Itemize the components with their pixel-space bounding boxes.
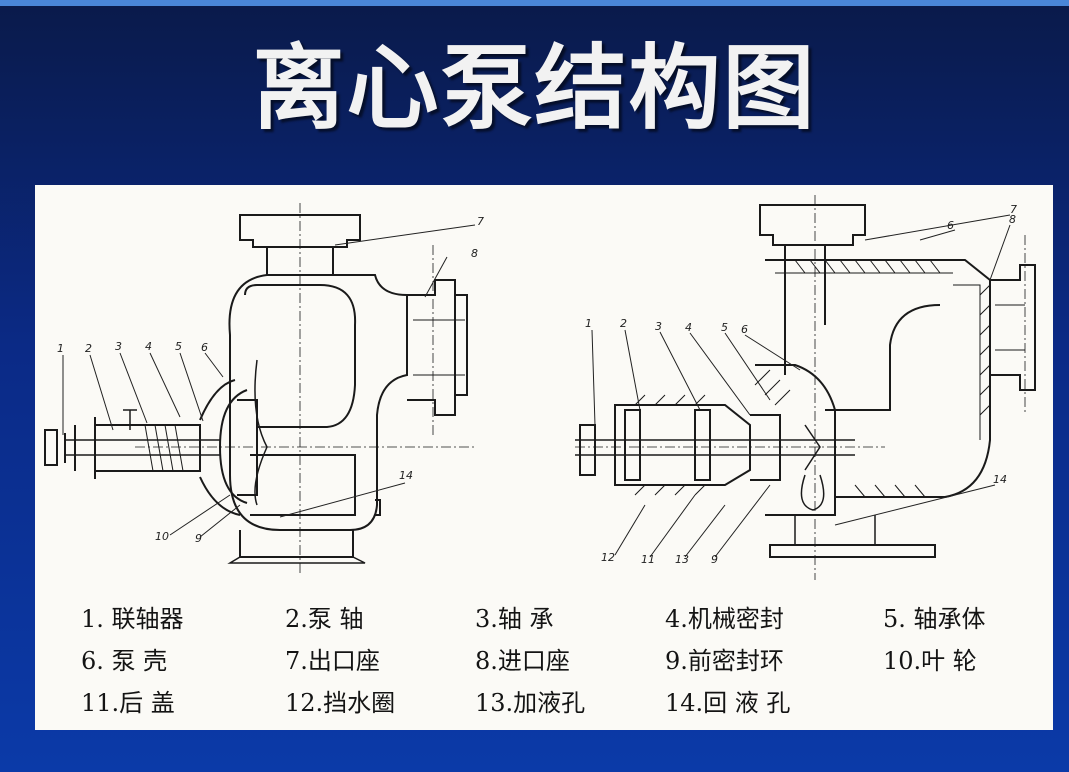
svg-text:6: 6 [741, 323, 748, 336]
page-title: 离心泵结构图 [252, 35, 817, 142]
legend-item-bearing-body: 5. 轴承体 [883, 605, 986, 633]
svg-text:6: 6 [201, 341, 208, 354]
legend-item-water-ring: 12.挡水圈 [285, 689, 396, 717]
right-pump-view [575, 195, 1036, 580]
svg-text:6: 6 [947, 219, 954, 232]
svg-text:12: 12 [601, 551, 615, 564]
legend-item-fill-hole: 13.加液孔 [475, 689, 586, 717]
svg-text:2: 2 [85, 342, 92, 355]
parts-legend: 1. 联轴器 2.泵 轴 3.轴 承 4.机械密封 5. 轴承体 6. 泵 壳 … [81, 605, 1041, 717]
pump-drawings: 1 2 3 4 5 6 7 8 10 9 14 [44, 195, 1036, 580]
svg-text:4: 4 [685, 321, 692, 334]
svg-text:14: 14 [993, 473, 1007, 486]
svg-text:1: 1 [585, 317, 592, 330]
svg-text:8: 8 [1009, 213, 1016, 226]
top-accent-bar [0, 0, 1069, 6]
right-view-leaders: 1 2 3 4 5 6 7 6 8 12 11 13 9 14 [585, 203, 1017, 566]
svg-text:11: 11 [641, 553, 655, 566]
legend-item-bearing: 3.轴 承 [475, 605, 554, 633]
legend-item-shaft: 2.泵 轴 [285, 605, 364, 633]
legend-item-outlet: 7.出口座 [285, 647, 380, 675]
legend-item-inlet: 8.进口座 [475, 647, 570, 675]
svg-text:9: 9 [195, 532, 202, 545]
svg-text:3: 3 [655, 320, 662, 333]
svg-text:10: 10 [155, 530, 169, 543]
legend-item-coupling: 1. 联轴器 [81, 605, 184, 633]
legend-item-impeller: 10.叶 轮 [883, 647, 977, 675]
legend-item-return-hole: 14.回 液 孔 [665, 689, 791, 717]
legend-item-rear-cover: 11.后 盖 [81, 689, 175, 717]
svg-text:2: 2 [620, 317, 627, 330]
svg-text:1: 1 [57, 342, 64, 355]
legend-item-casing: 6. 泵 壳 [81, 647, 168, 675]
svg-text:4: 4 [145, 340, 152, 353]
svg-text:14: 14 [399, 469, 413, 482]
left-pump-view [44, 203, 475, 575]
svg-text:13: 13 [675, 553, 689, 566]
svg-text:7: 7 [477, 215, 484, 228]
svg-text:3: 3 [115, 340, 122, 353]
legend-item-mechanical-seal: 4.机械密封 [665, 605, 784, 633]
left-view-leaders: 1 2 3 4 5 6 7 8 10 9 14 [57, 215, 484, 545]
svg-text:5: 5 [721, 321, 728, 334]
svg-text:9: 9 [711, 553, 718, 566]
legend-item-front-seal-ring: 9.前密封环 [665, 647, 784, 675]
svg-text:8: 8 [471, 247, 478, 260]
svg-text:5: 5 [175, 340, 182, 353]
diagram-panel: 1 2 3 4 5 6 7 8 10 9 14 [35, 185, 1053, 730]
svg-text:7: 7 [1010, 203, 1017, 216]
